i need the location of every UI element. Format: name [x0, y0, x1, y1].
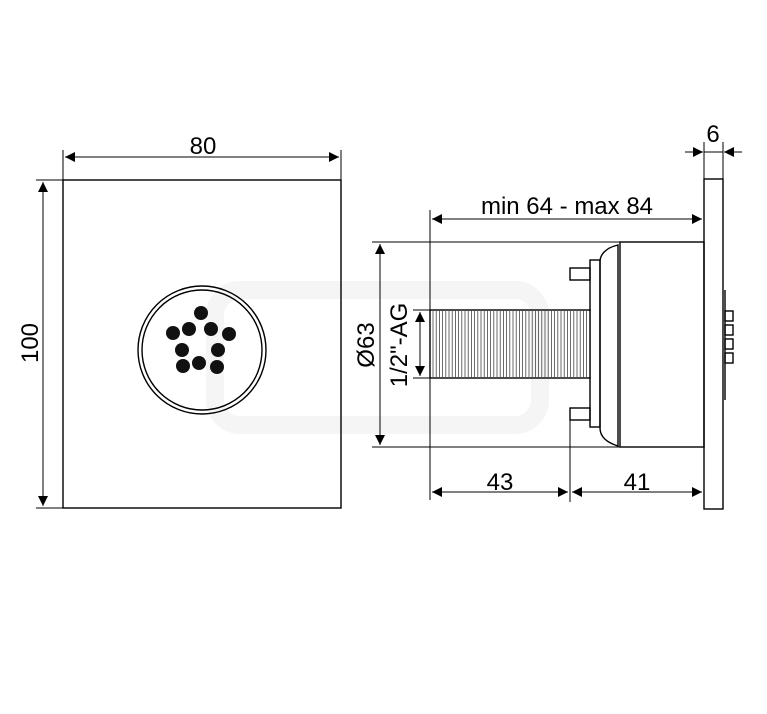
pin-bottom: [569, 407, 591, 421]
front-nozzles-side: [724, 290, 734, 400]
pin-top: [569, 267, 591, 281]
body-length-label: 41: [624, 469, 651, 496]
housing-flange: [599, 244, 619, 447]
mounting-plate: [589, 259, 601, 428]
width-label: 80: [190, 133, 217, 160]
nozzle-ring-inner: [141, 289, 263, 411]
cover-plate: [62, 179, 342, 509]
nozzle-hole: [204, 322, 218, 336]
nozzle-ring-outer: [137, 285, 267, 415]
nozzle-hole: [210, 360, 224, 374]
nozzle-hole: [166, 326, 180, 340]
depth-label: min 64 - max 84: [481, 193, 653, 220]
nozzle-hole: [192, 356, 206, 370]
side-view: 6 min 64 - max 84 Ø63 1/2"-AG 43 41: [353, 121, 742, 510]
nozzle-hole: [222, 327, 236, 341]
housing-body: [619, 241, 705, 448]
thread-label: 1/2"-AG: [386, 303, 413, 388]
thread-hatching: [432, 311, 591, 377]
thickness-label: 6: [706, 121, 719, 148]
thread-length-label: 43: [487, 469, 514, 496]
front-view: 80 100: [17, 133, 342, 509]
diameter-label: Ø63: [353, 322, 380, 367]
nozzle-holes: [166, 306, 236, 374]
nozzle-hole: [211, 343, 225, 357]
nozzle-hole: [182, 322, 196, 336]
wall-plate: [703, 178, 724, 510]
nozzle-hole: [175, 343, 189, 357]
nozzle-hole: [194, 306, 208, 320]
nozzle-hole: [176, 359, 190, 373]
height-label: 100: [17, 323, 44, 363]
